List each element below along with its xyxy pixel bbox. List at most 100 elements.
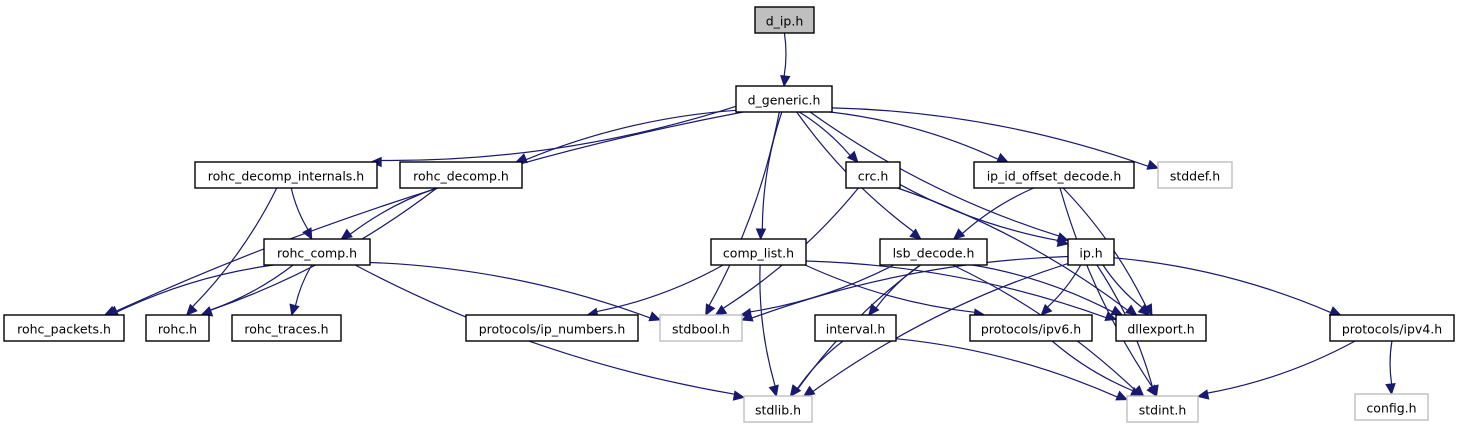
node-label: rohc_comp.h xyxy=(277,246,357,261)
node-label: config.h xyxy=(1366,401,1416,416)
edge-line xyxy=(1047,264,1082,308)
node-ip-id-offset-decode[interactable]: ip_id_offset_decode.h xyxy=(973,161,1135,189)
node-box xyxy=(659,314,743,342)
node-rohc[interactable]: rohc.h xyxy=(145,314,210,342)
node-box xyxy=(735,85,833,113)
arrowhead-icon xyxy=(1104,311,1118,322)
node-box xyxy=(814,314,897,342)
node-label: rohc_packets.h xyxy=(17,322,111,337)
node-stddef: stddef.h xyxy=(1157,161,1233,189)
node-box xyxy=(399,161,523,189)
node-label: rohc.h xyxy=(158,322,197,337)
node-ipv6[interactable]: protocols/ipv6.h xyxy=(969,314,1093,342)
arrowhead-icon xyxy=(302,227,313,241)
edge-d_generic-to-rohc_decomp_internals xyxy=(369,105,737,168)
node-label: protocols/ip_numbers.h xyxy=(479,322,626,337)
arrowhead-icon xyxy=(1148,384,1159,398)
arrowhead-icon xyxy=(755,228,767,241)
node-label: stddef.h xyxy=(1170,169,1220,184)
node-box xyxy=(1157,161,1233,189)
node-rohc-comp[interactable]: rohc_comp.h xyxy=(263,238,371,266)
node-label: dllexport.h xyxy=(1127,322,1194,337)
nodes-layer: d_ip.hd_generic.hrohc_decomp_internals.h… xyxy=(3,6,1455,423)
node-d-generic[interactable]: d_generic.h xyxy=(735,85,833,113)
edge-line xyxy=(972,264,1113,313)
node-box xyxy=(1354,393,1429,421)
edge-ip_id_offset_decode-to-lsb_decode xyxy=(952,187,1034,240)
arrowhead-icon xyxy=(515,153,528,164)
node-box xyxy=(754,6,815,34)
arrowhead-icon xyxy=(648,311,662,322)
arrowhead-icon xyxy=(789,384,801,397)
arrowhead-icon xyxy=(1137,304,1150,316)
edge-interval-to-stdint xyxy=(895,338,1129,401)
node-config: config.h xyxy=(1354,393,1429,421)
node-box xyxy=(845,161,901,189)
node-rohc-decomp-internals[interactable]: rohc_decomp_internals.h xyxy=(194,161,378,189)
edge-line xyxy=(899,184,1059,242)
arrowhead-icon xyxy=(1056,236,1070,247)
node-rohc-decomp[interactable]: rohc_decomp.h xyxy=(399,161,523,189)
edge-line xyxy=(294,264,313,306)
node-ipv4[interactable]: protocols/ipv4.h xyxy=(1329,314,1455,342)
node-interval[interactable]: interval.h xyxy=(814,314,897,342)
edge-rohc_comp-to-rohc xyxy=(200,264,294,317)
node-lsb-decode[interactable]: lsb_decode.h xyxy=(879,238,988,266)
edge-line xyxy=(783,32,787,77)
node-box xyxy=(145,314,210,342)
node-label: rohc_decomp_internals.h xyxy=(208,169,364,184)
node-label: ip_id_offset_decode.h xyxy=(987,169,1122,184)
node-box xyxy=(1115,314,1207,342)
edge-line xyxy=(116,264,274,313)
edge-comp_list-to-ip_numbers xyxy=(586,264,724,318)
arrowhead-icon xyxy=(289,303,300,317)
node-label: lsb_decode.h xyxy=(893,246,975,261)
node-box xyxy=(710,238,807,266)
edge-rohc_comp-to-stdbool xyxy=(369,261,662,322)
node-box xyxy=(743,395,813,423)
node-dllexport[interactable]: dllexport.h xyxy=(1115,314,1207,342)
edge-rohc_comp-to-rohc_traces xyxy=(289,264,313,317)
edge-d_generic-to-crc xyxy=(798,111,859,163)
arrowhead-icon xyxy=(1385,383,1396,396)
node-rohc-packets[interactable]: rohc_packets.h xyxy=(3,314,125,342)
edge-comp_list-to-stdlib xyxy=(759,264,779,398)
edge-comp_list-to-dllexport xyxy=(805,260,1118,322)
node-label: protocols/ipv4.h xyxy=(1342,322,1442,337)
node-box xyxy=(194,161,378,189)
edges-layer xyxy=(103,32,1396,401)
edge-line xyxy=(1051,340,1134,392)
edge-line xyxy=(209,264,294,311)
node-label: comp_list.h xyxy=(723,246,794,261)
edge-line xyxy=(830,111,999,160)
edge-d_generic-to-comp_list xyxy=(755,111,783,241)
node-label: stdbool.h xyxy=(672,322,730,337)
node-comp-list[interactable]: comp_list.h xyxy=(710,238,807,266)
arrowhead-icon xyxy=(185,303,198,316)
edge-line xyxy=(895,338,1118,398)
node-box xyxy=(973,161,1135,189)
edge-interval-to-stdlib xyxy=(789,340,844,397)
arrowhead-icon xyxy=(996,152,1009,163)
arrowhead-icon xyxy=(740,311,754,322)
edge-line xyxy=(192,187,278,308)
edge-rohc_decomp_internals-to-rohc xyxy=(185,187,278,316)
edge-crc-to-dllexport xyxy=(897,187,1138,316)
arrowhead-icon xyxy=(1040,303,1053,316)
arrowhead-icon xyxy=(1196,389,1210,400)
node-ip[interactable]: ip.h xyxy=(1067,238,1115,266)
node-label: ip.h xyxy=(1079,246,1102,261)
node-ip-numbers[interactable]: protocols/ip_numbers.h xyxy=(465,314,639,342)
edge-rohc_comp-to-stdlib xyxy=(354,264,746,401)
edge-line xyxy=(1389,340,1393,385)
node-crc[interactable]: crc.h xyxy=(845,161,901,189)
edge-line xyxy=(812,262,1069,393)
edge-line xyxy=(1113,257,1332,314)
node-label: crc.h xyxy=(858,169,889,184)
arrowhead-icon xyxy=(705,303,716,317)
node-box xyxy=(1067,238,1115,266)
node-rohc-traces[interactable]: rohc_traces.h xyxy=(231,314,342,342)
edge-ip_id_offset_decode-to-stdint xyxy=(1059,187,1158,398)
edge-ip-to-ipv6 xyxy=(1040,264,1082,316)
edge-line xyxy=(290,187,309,231)
